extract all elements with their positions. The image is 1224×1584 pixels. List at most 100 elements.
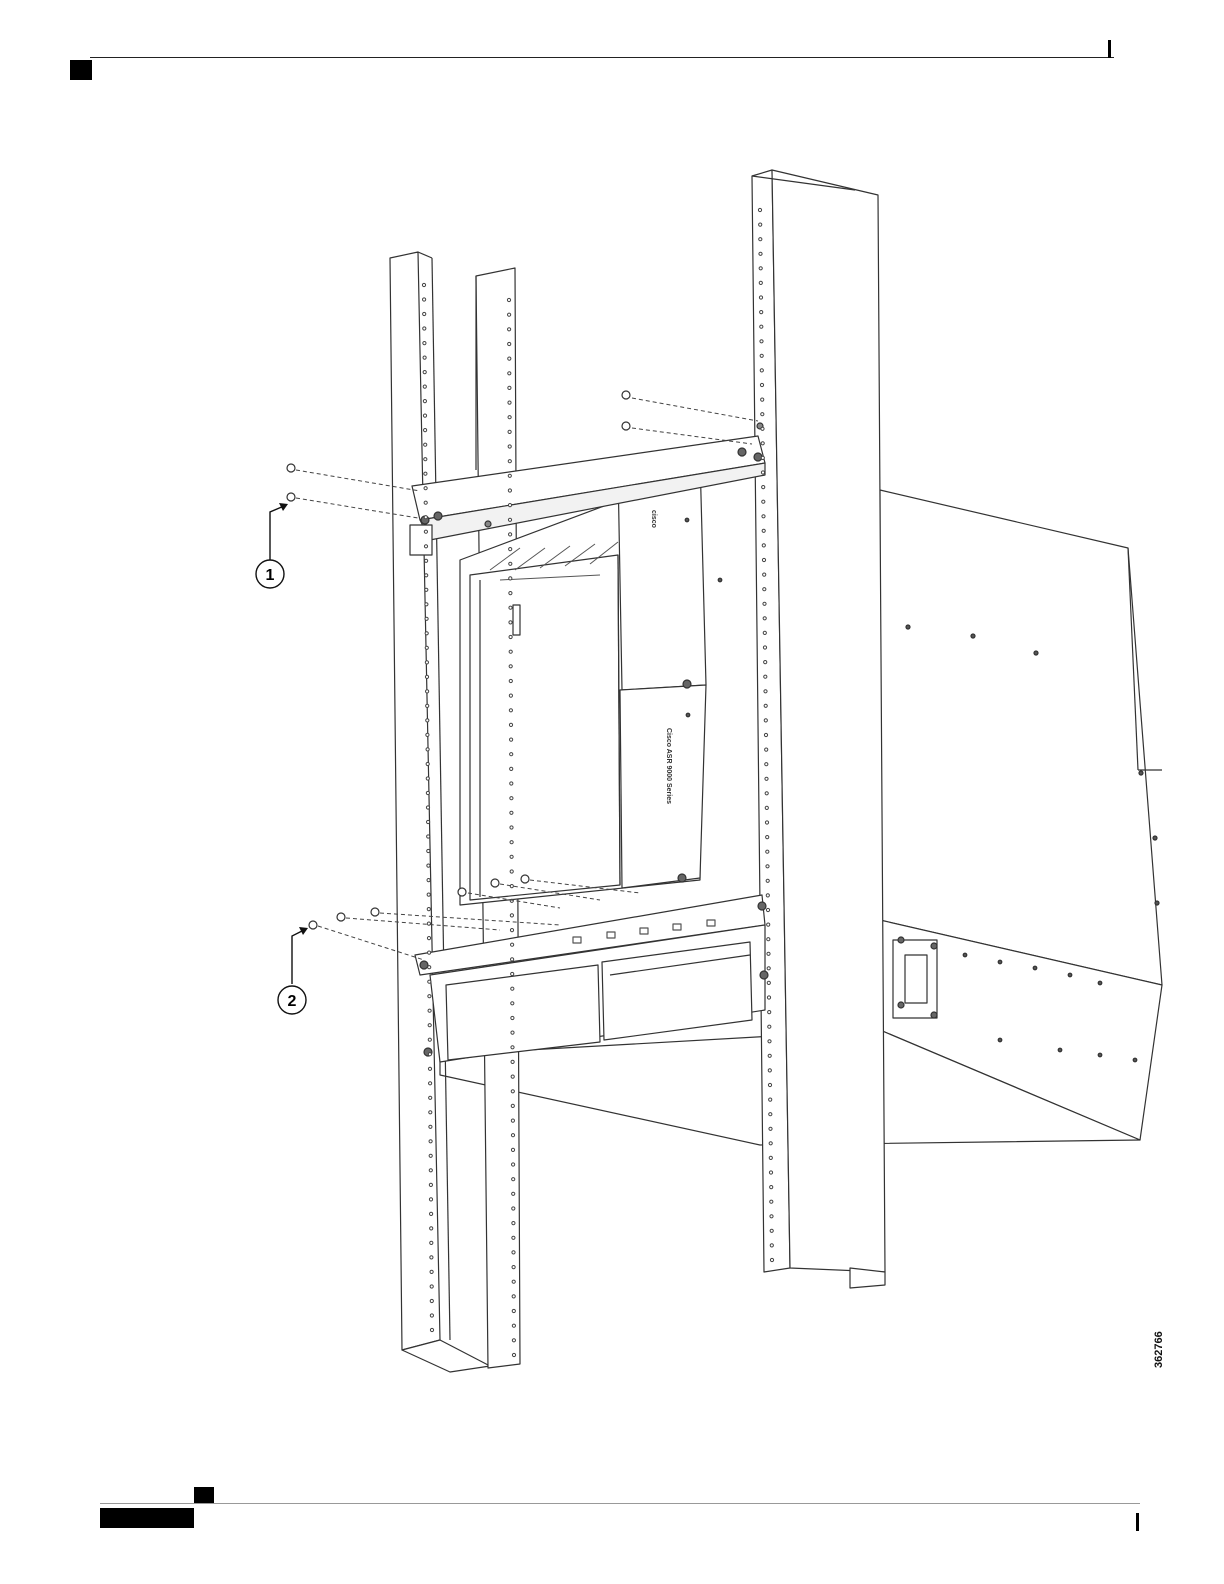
- rail-hole: [761, 427, 764, 430]
- rail-hole: [508, 386, 511, 389]
- rail-hole: [512, 1309, 515, 1312]
- rail-hole: [766, 908, 769, 911]
- rail-hole: [509, 650, 512, 653]
- rail-hole: [764, 733, 767, 736]
- rail-hole: [512, 1353, 515, 1356]
- rail-hole: [769, 1098, 772, 1101]
- rail-hole: [430, 1256, 433, 1259]
- rail-hole: [424, 487, 427, 490]
- rail-hole: [511, 972, 514, 975]
- rail-hole: [423, 312, 426, 315]
- rail-hole: [507, 298, 510, 301]
- chassis-label: Cisco ASR 9000 Series: [665, 728, 672, 804]
- rail-hole: [427, 937, 430, 940]
- rail-hole: [425, 646, 428, 649]
- rail-hole: [759, 267, 762, 270]
- rail-hole: [763, 631, 766, 634]
- rail-hole: [422, 283, 425, 286]
- rail-hole: [424, 429, 427, 432]
- rail-hole: [509, 665, 512, 668]
- rail-hole: [508, 504, 511, 507]
- rail-hole: [512, 1339, 515, 1342]
- rail-hole: [759, 281, 762, 284]
- rail-hole: [764, 661, 767, 664]
- rail-hole: [510, 767, 513, 770]
- rail-hole: [511, 1134, 514, 1137]
- callout-2: 2: [278, 986, 306, 1014]
- rail-hole: [759, 223, 762, 226]
- rail-hole: [510, 914, 513, 917]
- rail-hole: [762, 558, 765, 561]
- rail-hole: [512, 1178, 515, 1181]
- rail-hole: [428, 980, 431, 983]
- rail-hole: [426, 762, 429, 765]
- rail-hole: [428, 951, 431, 954]
- rail-hole: [426, 748, 429, 751]
- rail-hole: [760, 325, 763, 328]
- rail-hole: [760, 354, 763, 357]
- rail-hole: [510, 782, 513, 785]
- rail-hole: [512, 1222, 515, 1225]
- rail-hole: [430, 1285, 433, 1288]
- rail-hole: [765, 777, 768, 780]
- rail-hole: [509, 621, 512, 624]
- chassis-side-panel: [880, 490, 1162, 985]
- rail-hole: [425, 675, 428, 678]
- rail-hole: [510, 738, 513, 741]
- rail-hole: [762, 544, 765, 547]
- rail-hole: [429, 1111, 432, 1114]
- rail-hole: [763, 573, 766, 576]
- rail-hole: [425, 588, 428, 591]
- rail-hole: [430, 1299, 433, 1302]
- rail-hole: [511, 1002, 514, 1005]
- rail-hole: [428, 1024, 431, 1027]
- rail-hole: [770, 1200, 773, 1203]
- rail-hole: [423, 298, 426, 301]
- rail-hole: [510, 753, 513, 756]
- rail-hole: [424, 443, 427, 446]
- rail-hole: [761, 456, 764, 459]
- rail-hole: [429, 1169, 432, 1172]
- rail-hole: [768, 1025, 771, 1028]
- rail-hole: [509, 592, 512, 595]
- rail-hole: [428, 1038, 431, 1041]
- footer-marker: [194, 1487, 214, 1503]
- rail-hole: [766, 894, 769, 897]
- rail-hole: [430, 1314, 433, 1317]
- rail-hole: [425, 559, 428, 562]
- rail-hole: [509, 694, 512, 697]
- rail-hole: [512, 1207, 515, 1210]
- rail-hole: [426, 719, 429, 722]
- rail-hole: [510, 811, 513, 814]
- rail-hole: [763, 646, 766, 649]
- lower-module-panel: [620, 685, 706, 888]
- rail-hole: [508, 489, 511, 492]
- rail-hole: [423, 327, 426, 330]
- rail-hole: [511, 1104, 514, 1107]
- rail-hole: [764, 719, 767, 722]
- rail-hole: [428, 1067, 431, 1070]
- rail-hole: [427, 908, 430, 911]
- rail-hole: [769, 1171, 772, 1174]
- rail-hole: [767, 923, 770, 926]
- rail-hole: [508, 401, 511, 404]
- rail-hole: [511, 1060, 514, 1063]
- rail-hole: [510, 870, 513, 873]
- rail-hole: [766, 879, 769, 882]
- rail-hole: [769, 1142, 772, 1145]
- rail-hole: [427, 835, 430, 838]
- rail-hole: [512, 1266, 515, 1269]
- rail-hole: [511, 1016, 514, 1019]
- rail-hole: [759, 238, 762, 241]
- rail-hole: [508, 372, 511, 375]
- rail-hole: [508, 460, 511, 463]
- rail-hole: [767, 938, 770, 941]
- rail-hole: [429, 1082, 432, 1085]
- footer-tab: [100, 1508, 194, 1528]
- rail-hole: [508, 445, 511, 448]
- rail-hole: [429, 1183, 432, 1186]
- rail-hole: [424, 472, 427, 475]
- rail-hole: [426, 806, 429, 809]
- rail-hole: [429, 1140, 432, 1143]
- rail-hole: [768, 1083, 771, 1086]
